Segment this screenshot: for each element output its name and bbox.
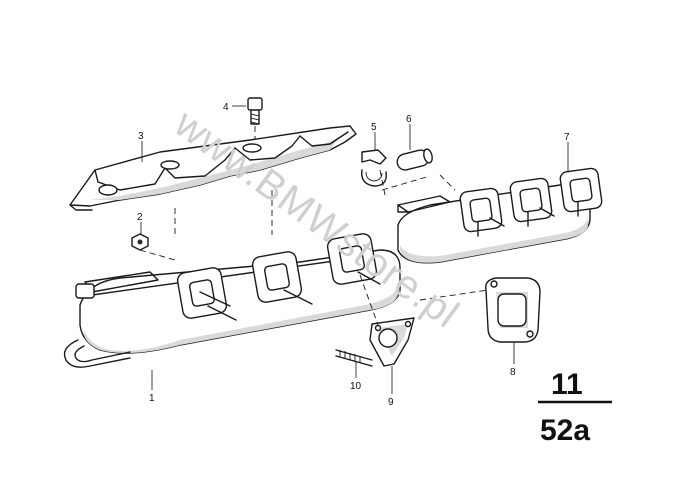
- callout-4: 4: [223, 102, 229, 113]
- page-reference: 11 52a: [538, 368, 612, 447]
- callout-2: 2: [137, 212, 143, 223]
- gasket-large-drawing: [485, 277, 541, 343]
- callout-6: 6: [406, 114, 412, 125]
- callout-3: 3: [138, 131, 144, 142]
- heat-shield-drawing: [69, 125, 357, 211]
- rear-manifold-drawing: [397, 167, 603, 264]
- front-manifold-drawing: [63, 233, 401, 368]
- bolt-drawing: [247, 97, 263, 125]
- clip-and-sleeve-drawing: [361, 148, 433, 187]
- callout-10: 10: [350, 381, 362, 392]
- callout-labels: 1 2 3 4 5 6 7 8 9 10: [137, 102, 570, 408]
- callout-5: 5: [371, 122, 377, 133]
- page-ref-sheet: 52a: [540, 414, 590, 447]
- callout-8: 8: [510, 367, 516, 378]
- callout-9: 9: [388, 397, 394, 408]
- callout-1: 1: [149, 393, 155, 404]
- callout-7: 7: [564, 132, 570, 143]
- gasket-small-drawing: [369, 317, 415, 367]
- assembly-guide-lines: [139, 126, 489, 326]
- page-ref-group: 11: [551, 368, 583, 401]
- stud-drawing: [335, 349, 373, 367]
- nut-drawing: [131, 233, 149, 251]
